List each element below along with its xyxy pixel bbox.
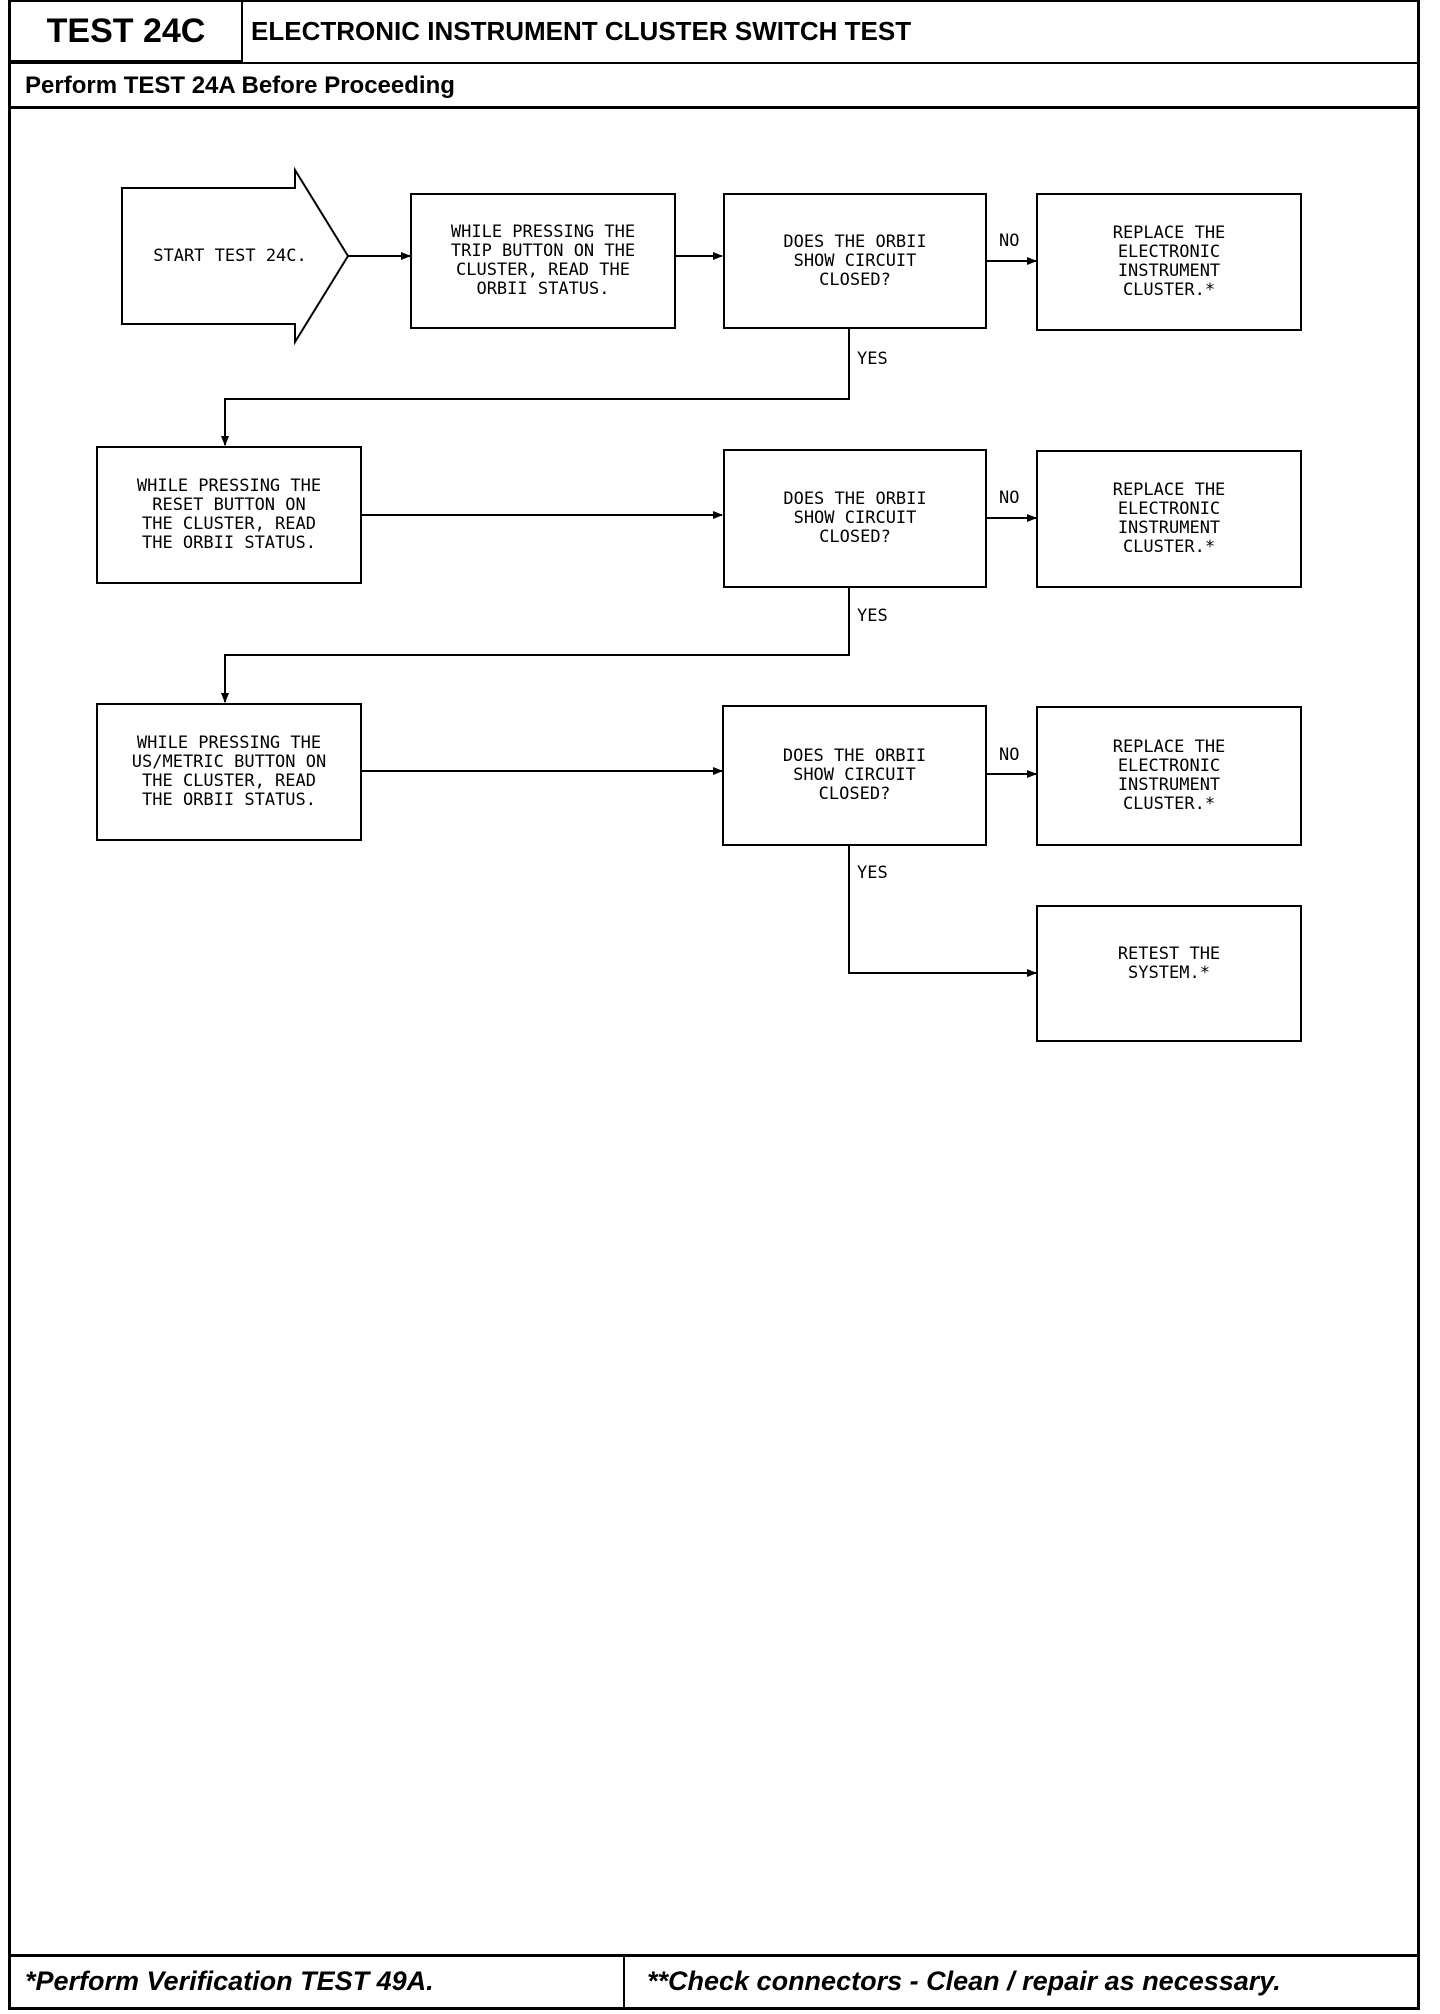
question1-box: DOES THE ORBII SHOW CIRCUIT CLOSED? — [723, 193, 987, 329]
footer-divider — [11, 1954, 1417, 1957]
step2-box: WHILE PRESSING THE RESET BUTTON ON THE C… — [96, 446, 362, 584]
header-divider — [11, 62, 1417, 64]
connector-question3-yes — [848, 845, 1037, 977]
footer-note-connectors: **Check connectors - Clean / repair as n… — [647, 1966, 1281, 1996]
connector-question1-yes — [221, 328, 850, 446]
yes-label-3: YES — [857, 863, 888, 883]
yes-label-2: YES — [857, 606, 888, 626]
replace1-box: REPLACE THE ELECTRONIC INSTRUMENT CLUSTE… — [1036, 193, 1302, 331]
test-sheet: TEST 24C ELECTRONIC INSTRUMENT CLUSTER S… — [8, 0, 1420, 2010]
no-label-3: NO — [999, 745, 1020, 765]
header-divider-bottom — [11, 106, 1417, 109]
test-title: ELECTRONIC INSTRUMENT CLUSTER SWITCH TES… — [251, 16, 912, 46]
footer-note-verification: *Perform Verification TEST 49A. — [25, 1966, 434, 1996]
replace3-box: REPLACE THE ELECTRONIC INSTRUMENT CLUSTE… — [1036, 706, 1302, 846]
question3-box: DOES THE ORBII SHOW CIRCUIT CLOSED? — [722, 705, 987, 846]
replace2-box: REPLACE THE ELECTRONIC INSTRUMENT CLUSTE… — [1036, 450, 1302, 588]
question2-box: DOES THE ORBII SHOW CIRCUIT CLOSED? — [723, 449, 987, 588]
prerequisite-note: Perform TEST 24A Before Proceeding — [25, 72, 455, 99]
start-label: START TEST 24C. — [153, 245, 307, 266]
no-label-1: NO — [999, 231, 1020, 251]
connector-question2-yes — [221, 587, 850, 703]
footer-column-divider — [623, 1954, 625, 2010]
yes-label-1: YES — [857, 349, 888, 369]
step1-box: WHILE PRESSING THE TRIP BUTTON ON THE CL… — [410, 193, 676, 329]
step3-box: WHILE PRESSING THE US/METRIC BUTTON ON T… — [96, 703, 362, 841]
retest-box: RETEST THE SYSTEM.* — [1036, 905, 1302, 1042]
test-id: TEST 24C — [11, 2, 243, 62]
no-label-2: NO — [999, 488, 1020, 508]
start-arrow-shape — [121, 166, 350, 346]
